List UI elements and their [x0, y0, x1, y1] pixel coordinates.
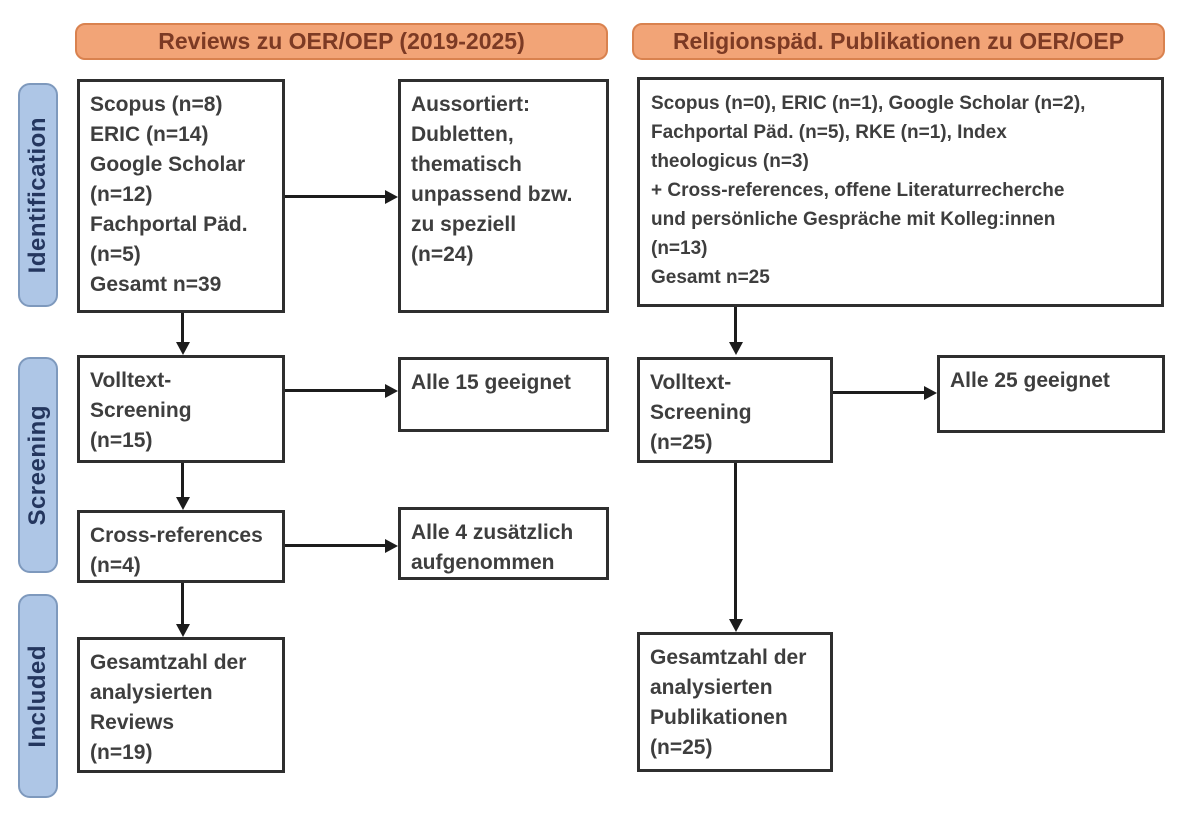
arrow-left-fulltext-to-crossref [181, 463, 184, 497]
stage-label-included-text: Included [24, 644, 51, 748]
arrow-right-fulltext-to-included [734, 463, 737, 619]
arrow-right-fulltext-to-result [833, 391, 924, 394]
column-header-reviews: Reviews zu OER/OEP (2019-2025) [75, 23, 608, 60]
box-right-fulltext-screening: Volltext- Screening (n=25) [637, 357, 833, 463]
box-left-identification-sources: Scopus (n=8) ERIC (n=14) Google Scholar … [77, 79, 285, 313]
arrow-right-id-to-fulltext [734, 307, 737, 342]
stage-label-identification-text: Identification [24, 116, 51, 274]
stage-label-included: Included [18, 594, 58, 798]
arrow-left-id-to-fulltext [181, 313, 184, 342]
box-left-crossreferences-result: Alle 4 zusätzlich aufgenommen [398, 507, 609, 580]
box-left-excluded: Aussortiert: Dubletten, thematisch unpas… [398, 79, 609, 313]
box-left-crossreferences: Cross-references (n=4) [77, 510, 285, 583]
box-left-included-total: Gesamtzahl der analysierten Reviews (n=1… [77, 637, 285, 773]
arrow-left-fulltext-to-result [285, 389, 385, 392]
box-right-identification-sources: Scopus (n=0), ERIC (n=1), Google Scholar… [637, 77, 1164, 307]
arrow-left-crossref-to-result [285, 544, 385, 547]
stage-label-screening: Screening [18, 357, 58, 573]
stage-label-identification: Identification [18, 83, 58, 307]
arrow-left-id-to-excluded [285, 195, 385, 198]
column-header-religionspaed: Religionspäd. Publikationen zu OER/OEP [632, 23, 1165, 60]
stage-label-screening-text: Screening [24, 404, 51, 526]
box-right-fulltext-result: Alle 25 geeignet [937, 355, 1165, 433]
arrow-left-crossref-to-included [181, 583, 184, 624]
box-right-included-total: Gesamtzahl der analysierten Publikatione… [637, 632, 833, 772]
box-left-fulltext-result: Alle 15 geeignet [398, 357, 609, 432]
box-left-fulltext-screening: Volltext- Screening (n=15) [77, 355, 285, 463]
